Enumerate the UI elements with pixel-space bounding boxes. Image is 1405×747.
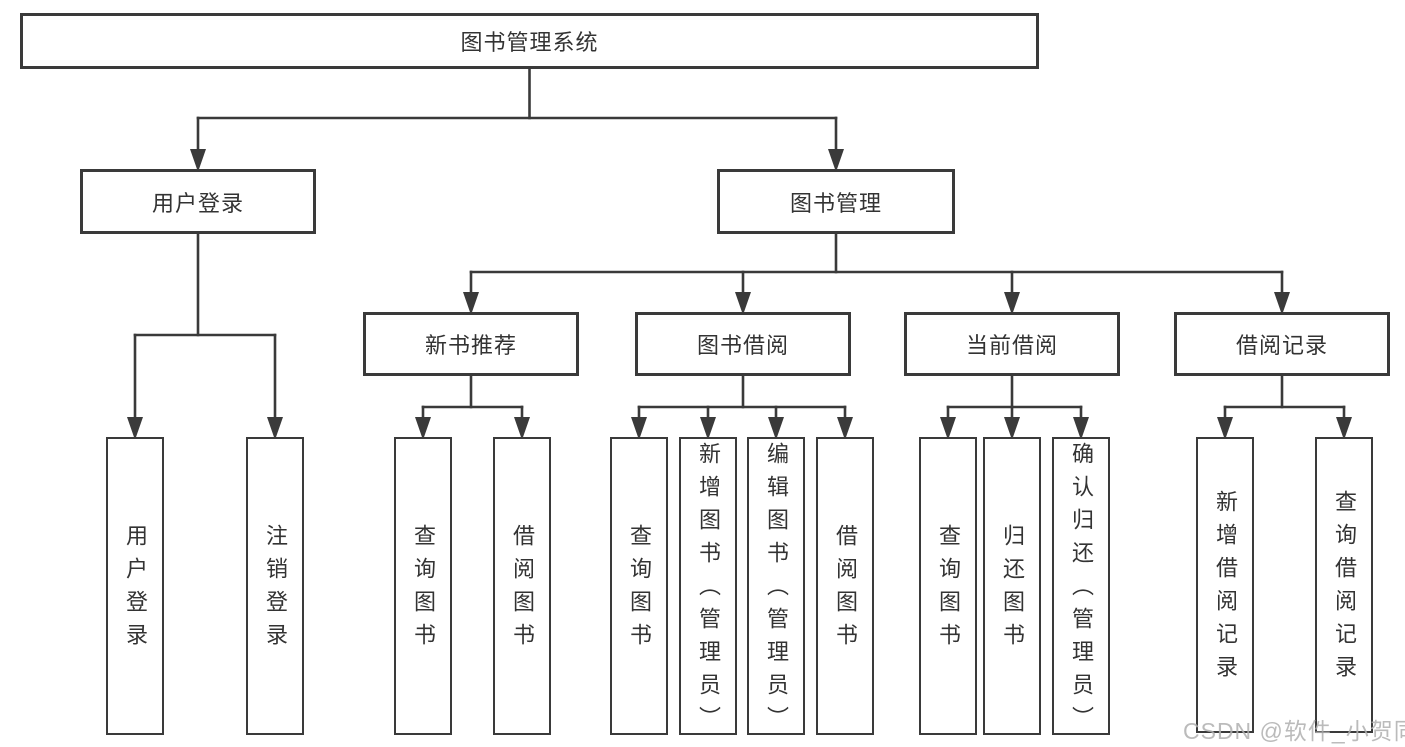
- node-nb-borrow: 借阅图书: [493, 437, 551, 735]
- node-cb-confirm: 确认归还（管理员）: [1052, 437, 1110, 739]
- node-leaf-login: 用户登录: [106, 437, 164, 735]
- node-label-cb-confirm: 确认归还（管理员）: [1069, 441, 1094, 739]
- node-label-borrow-record: 借阅记录: [1235, 333, 1328, 358]
- node-bb-edit: 编辑图书（管理员）: [747, 437, 805, 739]
- node-nb-query: 查询图书: [394, 437, 452, 735]
- watermark: CSDN @软件_小贺同学: [1183, 718, 1405, 744]
- node-label-cb-return: 归还图书: [1000, 524, 1025, 656]
- node-label-bb-query: 查询图书: [627, 524, 652, 656]
- node-label-user-login: 用户登录: [151, 190, 244, 216]
- node-label-br-add: 新增借阅记录: [1213, 490, 1238, 688]
- node-user-login: 用户登录: [80, 169, 316, 234]
- node-book-borrow: 图书借阅: [635, 312, 851, 376]
- node-leaf-logout: 注销登录: [246, 437, 304, 735]
- node-current-borrow: 当前借阅: [904, 312, 1120, 376]
- node-label-bb-edit: 编辑图书（管理员）: [764, 441, 789, 739]
- node-label-current-borrow: 当前借阅: [965, 333, 1058, 358]
- node-label-br-query: 查询借阅记录: [1332, 490, 1357, 688]
- node-cb-query: 查询图书: [919, 437, 977, 735]
- node-label-book-borrow: 图书借阅: [696, 333, 789, 358]
- node-label-bb-borrow: 借阅图书: [833, 524, 858, 656]
- node-br-add: 新增借阅记录: [1196, 437, 1254, 733]
- node-label-bb-add: 新增图书（管理员）: [696, 441, 721, 739]
- node-bb-borrow: 借阅图书: [816, 437, 874, 735]
- node-br-query: 查询借阅记录: [1315, 437, 1373, 733]
- node-label-nb-query: 查询图书: [411, 524, 436, 656]
- node-label-nb-borrow: 借阅图书: [510, 524, 535, 656]
- node-label-book-mgmt: 图书管理: [789, 190, 882, 216]
- node-root: 图书管理系统: [20, 13, 1039, 69]
- node-label-root: 图书管理系统: [460, 30, 599, 55]
- node-borrow-record: 借阅记录: [1174, 312, 1390, 376]
- node-new-book: 新书推荐: [363, 312, 579, 376]
- node-bb-add: 新增图书（管理员）: [679, 437, 737, 739]
- node-label-cb-query: 查询图书: [936, 524, 961, 656]
- node-label-new-book: 新书推荐: [424, 333, 517, 358]
- node-label-leaf-login: 用户登录: [123, 524, 148, 656]
- node-label-leaf-logout: 注销登录: [263, 524, 288, 656]
- node-cb-return: 归还图书: [983, 437, 1041, 735]
- node-bb-query: 查询图书: [610, 437, 668, 735]
- node-book-mgmt: 图书管理: [717, 169, 955, 234]
